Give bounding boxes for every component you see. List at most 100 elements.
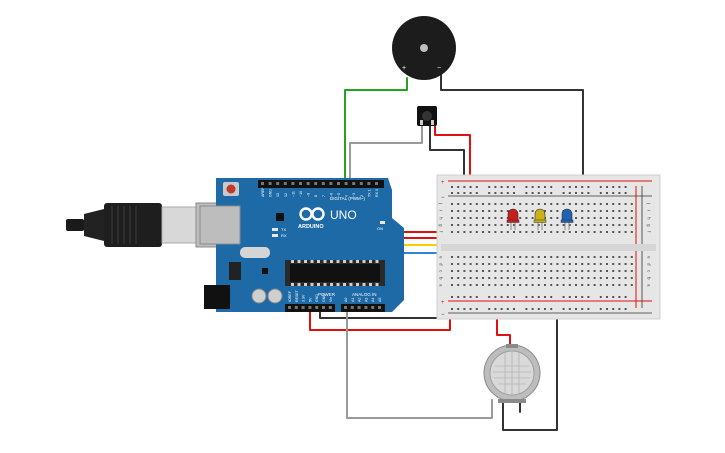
breadboard-hole[interactable]	[494, 308, 497, 310]
breadboard-hole[interactable]	[451, 256, 453, 258]
breadboard-hole[interactable]	[587, 308, 590, 310]
breadboard-hole[interactable]	[550, 186, 553, 188]
breadboard-hole[interactable]	[581, 192, 584, 194]
breadboard-hole[interactable]	[457, 231, 460, 233]
breadboard-hole[interactable]	[562, 308, 565, 310]
breadboard-hole[interactable]	[488, 210, 491, 212]
breadboard-hole[interactable]	[556, 231, 559, 233]
breadboard-hole[interactable]	[606, 210, 608, 212]
breadboard-hole[interactable]	[451, 224, 453, 226]
breadboard-hole[interactable]	[457, 270, 460, 272]
breadboard-hole[interactable]	[463, 284, 466, 286]
breadboard-hole[interactable]	[451, 263, 453, 265]
breadboard-hole[interactable]	[519, 224, 522, 226]
breadboard-hole[interactable]	[463, 217, 466, 219]
breadboard-hole[interactable]	[463, 192, 466, 194]
breadboard-hole[interactable]	[457, 277, 460, 279]
wire-gray-button[interactable]	[349, 119, 423, 184]
breadboard-hole[interactable]	[519, 210, 522, 212]
breadboard-hole[interactable]	[537, 284, 540, 286]
digital-pin[interactable]	[276, 182, 280, 185]
breadboard-hole[interactable]	[482, 231, 484, 233]
breadboard-hole[interactable]	[606, 231, 608, 233]
breadboard-hole[interactable]	[500, 284, 503, 286]
breadboard-hole[interactable]	[550, 308, 553, 310]
breadboard-hole[interactable]	[581, 231, 584, 233]
breadboard-hole[interactable]	[606, 284, 608, 286]
breadboard-hole[interactable]	[562, 186, 565, 188]
breadboard-hole[interactable]	[519, 231, 522, 233]
breadboard-hole[interactable]	[451, 284, 453, 286]
digital-pin[interactable]	[337, 182, 340, 185]
breadboard-hole[interactable]	[550, 263, 553, 265]
breadboard-hole[interactable]	[606, 296, 608, 298]
breadboard-hole[interactable]	[606, 277, 608, 279]
breadboard-hole[interactable]	[525, 284, 528, 286]
breadboard-hole[interactable]	[494, 210, 497, 212]
breadboard-hole[interactable]	[599, 217, 602, 219]
breadboard-hole[interactable]	[500, 296, 503, 298]
breadboard-hole[interactable]	[488, 263, 491, 265]
breadboard-hole[interactable]	[618, 203, 621, 205]
led-blue[interactable]	[560, 208, 574, 230]
breadboard-hole[interactable]	[624, 192, 627, 194]
breadboard-hole[interactable]	[531, 256, 534, 258]
breadboard-hole[interactable]	[519, 203, 522, 205]
breadboard-hole[interactable]	[606, 203, 608, 205]
breadboard-hole[interactable]	[556, 224, 559, 226]
breadboard-hole[interactable]	[587, 186, 590, 188]
breadboard-hole[interactable]	[556, 263, 559, 265]
breadboard-hole[interactable]	[537, 256, 540, 258]
breadboard-hole[interactable]	[463, 277, 466, 279]
breadboard-hole[interactable]	[513, 296, 515, 298]
breadboard-hole[interactable]	[469, 270, 472, 272]
breadboard-hole[interactable]	[624, 186, 627, 188]
breadboard-hole[interactable]	[587, 210, 590, 212]
breadboard-hole[interactable]	[531, 284, 534, 286]
breadboard-hole[interactable]	[457, 256, 460, 258]
breadboard-hole[interactable]	[500, 224, 503, 226]
power-pin[interactable]	[301, 306, 305, 309]
breadboard-hole[interactable]	[494, 256, 497, 258]
breadboard-hole[interactable]	[550, 192, 553, 194]
breadboard-hole[interactable]	[606, 186, 608, 188]
wire-green-buzzer[interactable]	[344, 77, 408, 184]
breadboard-hole[interactable]	[463, 308, 466, 310]
breadboard-hole[interactable]	[525, 256, 528, 258]
breadboard-hole[interactable]	[451, 296, 453, 298]
breadboard-hole[interactable]	[463, 296, 466, 298]
breadboard-hole[interactable]	[475, 296, 478, 298]
breadboard-hole[interactable]	[494, 203, 497, 205]
breadboard-hole[interactable]	[575, 270, 577, 272]
breadboard-hole[interactable]	[451, 277, 453, 279]
breadboard-hole[interactable]	[556, 277, 559, 279]
breadboard-hole[interactable]	[500, 263, 503, 265]
breadboard-hole[interactable]	[457, 296, 460, 298]
wire-black-button[interactable]	[429, 121, 465, 184]
breadboard-hole[interactable]	[612, 210, 615, 212]
breadboard-hole[interactable]	[525, 263, 528, 265]
breadboard-hole[interactable]	[599, 270, 602, 272]
breadboard-hole[interactable]	[599, 186, 602, 188]
breadboard-hole[interactable]	[581, 263, 584, 265]
breadboard-hole[interactable]	[568, 224, 571, 226]
breadboard-hole[interactable]	[568, 256, 571, 258]
breadboard-hole[interactable]	[606, 192, 608, 194]
breadboard-hole[interactable]	[506, 256, 509, 258]
breadboard-hole[interactable]	[475, 308, 478, 310]
breadboard-hole[interactable]	[624, 308, 627, 310]
breadboard-hole[interactable]	[500, 203, 503, 205]
breadboard-hole[interactable]	[519, 277, 522, 279]
breadboard-hole[interactable]	[618, 308, 621, 310]
breadboard-hole[interactable]	[525, 277, 528, 279]
digital-pin[interactable]	[375, 182, 378, 185]
breadboard-hole[interactable]	[599, 308, 602, 310]
breadboard-hole[interactable]	[618, 224, 621, 226]
breadboard-hole[interactable]	[581, 308, 584, 310]
breadboard-hole[interactable]	[506, 296, 509, 298]
breadboard-hole[interactable]	[513, 224, 515, 226]
breadboard-hole[interactable]	[475, 256, 478, 258]
breadboard-hole[interactable]	[606, 217, 608, 219]
power-pin[interactable]	[322, 306, 325, 309]
